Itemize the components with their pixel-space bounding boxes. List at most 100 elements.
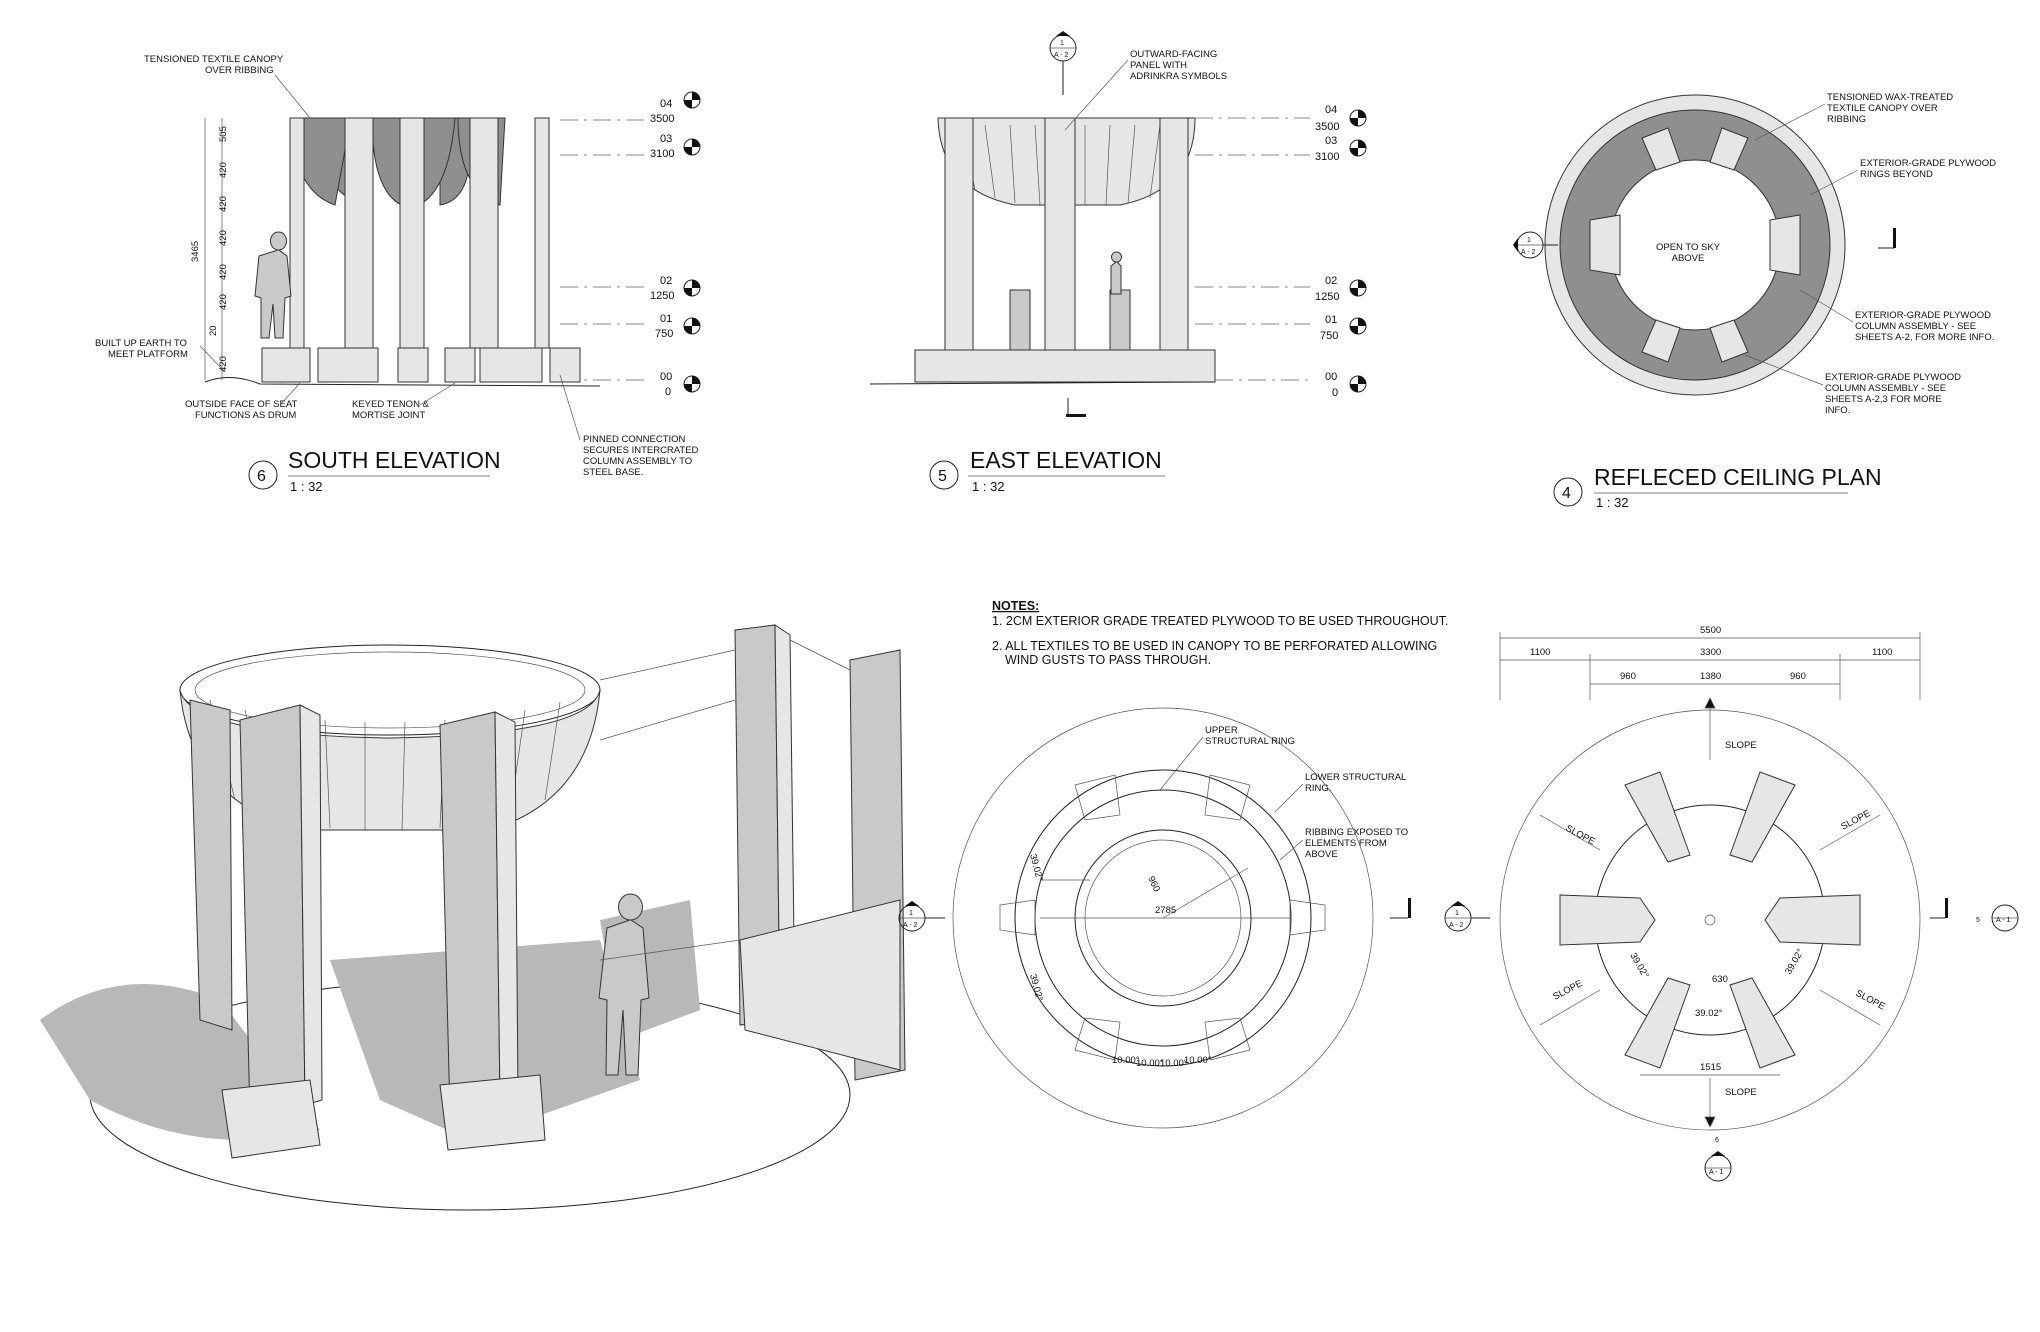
axo-column-right bbox=[439, 711, 501, 1113]
svg-text:4: 4 bbox=[1562, 485, 1571, 502]
svg-text:420: 420 bbox=[218, 230, 229, 246]
svg-text:1515: 1515 bbox=[1700, 1062, 1721, 1073]
ceiling-annotations: TENSIONED WAX-TREATED TEXTILE CANOPY OVE… bbox=[1744, 92, 1996, 416]
svg-text:1: 1 bbox=[909, 910, 913, 917]
svg-text:EXTERIOR-GRADE PLYWOOD: EXTERIOR-GRADE PLYWOOD bbox=[1855, 310, 1991, 321]
east-elevation: 1 A - 2 bbox=[869, 31, 1367, 494]
svg-text:39.02°: 39.02° bbox=[1783, 947, 1806, 977]
svg-text:0: 0 bbox=[1332, 387, 1338, 399]
svg-text:EXTERIOR-GRADE PLYWOOD: EXTERIOR-GRADE PLYWOOD bbox=[1860, 158, 1996, 169]
svg-text:3500: 3500 bbox=[1315, 121, 1339, 133]
south-elevation: 505 420 420 420 420 420 20 420 3465 TENS… bbox=[95, 54, 701, 494]
svg-text:A - 2: A - 2 bbox=[1521, 249, 1536, 256]
svg-text:04: 04 bbox=[1325, 104, 1337, 116]
svg-text:OUTSIDE FACE OF SEAT: OUTSIDE FACE OF SEAT bbox=[185, 399, 297, 410]
column-left bbox=[944, 117, 974, 351]
svg-text:630: 630 bbox=[1712, 974, 1728, 985]
svg-text:STRUCTURAL RING: STRUCTURAL RING bbox=[1205, 736, 1295, 747]
section-tag-ceiling: 1 A - 2 bbox=[1513, 231, 1558, 259]
svg-text:5: 5 bbox=[1976, 917, 1980, 924]
svg-text:04: 04 bbox=[660, 98, 672, 110]
svg-text:505: 505 bbox=[218, 126, 229, 142]
svg-text:OUTWARD-FACING: OUTWARD-FACING bbox=[1130, 49, 1217, 60]
svg-text:1: 1 bbox=[1527, 237, 1531, 244]
south-level-markers: 04 3500 03 3100 02 1250 01 750 00 0 bbox=[650, 91, 701, 398]
svg-text:3100: 3100 bbox=[650, 148, 674, 160]
svg-text:10.00°: 10.00° bbox=[1112, 1055, 1140, 1066]
east-elevation-title: 5 EAST ELEVATION 1 : 32 bbox=[929, 447, 1165, 494]
section-tag-floor-right: 5 A - 1 bbox=[1930, 898, 2019, 932]
svg-text:1: 1 bbox=[1060, 40, 1064, 47]
svg-text:SLOPE: SLOPE bbox=[1725, 1087, 1757, 1098]
axonometric-view bbox=[40, 624, 906, 1211]
svg-text:1 : 32: 1 : 32 bbox=[972, 479, 1005, 494]
svg-text:FUNCTIONS AS DRUM: FUNCTIONS AS DRUM bbox=[195, 410, 296, 421]
svg-text:ABOVE: ABOVE bbox=[1305, 849, 1338, 860]
svg-text:3300: 3300 bbox=[1700, 647, 1721, 658]
svg-text:MEET PLATFORM: MEET PLATFORM bbox=[108, 349, 188, 360]
svg-text:BUILT UP EARTH TO: BUILT UP EARTH TO bbox=[95, 338, 187, 349]
svg-text:A - 1: A - 1 bbox=[1996, 917, 2011, 924]
svg-text:960: 960 bbox=[1145, 875, 1162, 894]
svg-text:10.00°: 10.00° bbox=[1160, 1058, 1188, 1069]
small-human-figure bbox=[1110, 251, 1122, 295]
east-annotations: OUTWARD-FACING PANEL WITH ADRINKRA SYMBO… bbox=[1064, 49, 1227, 131]
svg-text:1 : 32: 1 : 32 bbox=[290, 479, 323, 494]
svg-text:A - 1: A - 1 bbox=[1709, 1169, 1724, 1176]
svg-text:SOUTH ELEVATION: SOUTH ELEVATION bbox=[288, 447, 501, 473]
svg-text:LOWER STRUCTURAL: LOWER STRUCTURAL bbox=[1305, 772, 1406, 783]
floor-plan: SLOPE SLOPE SLOPE SLOPE SLOPE SLOPE 5500… bbox=[1444, 625, 2019, 1182]
svg-text:SHEETS A-2, FOR MORE INFO.: SHEETS A-2, FOR MORE INFO. bbox=[1855, 332, 1994, 343]
svg-text:A - 2: A - 2 bbox=[1054, 52, 1069, 59]
axo-human-figure bbox=[598, 893, 650, 1076]
notes-block: NOTES: 1. 2CM EXTERIOR GRADE TREATED PLY… bbox=[992, 599, 1448, 667]
svg-text:10.00°: 10.00° bbox=[1184, 1055, 1212, 1066]
svg-text:RIBBING EXPOSED TO: RIBBING EXPOSED TO bbox=[1305, 827, 1408, 838]
south-elevation-title: 6 SOUTH ELEVATION 1 : 32 bbox=[248, 447, 501, 494]
svg-text:0: 0 bbox=[665, 386, 671, 398]
svg-text:EAST ELEVATION: EAST ELEVATION bbox=[970, 447, 1162, 473]
svg-text:5500: 5500 bbox=[1700, 625, 1721, 636]
svg-text:5: 5 bbox=[938, 468, 947, 485]
svg-text:3465: 3465 bbox=[190, 241, 201, 262]
svg-text:INFO.: INFO. bbox=[1825, 405, 1850, 416]
svg-text:RINGS BEYOND: RINGS BEYOND bbox=[1860, 169, 1933, 180]
svg-text:KEYED TENON &: KEYED TENON & bbox=[352, 399, 430, 410]
svg-text:02: 02 bbox=[660, 275, 672, 287]
ring-plan: UPPER STRUCTURAL RING LOWER STRUCTURAL R… bbox=[898, 707, 1411, 1129]
svg-text:MORTISE JOINT: MORTISE JOINT bbox=[352, 410, 425, 421]
svg-text:SLOPE: SLOPE bbox=[1551, 978, 1584, 1003]
svg-text:1380: 1380 bbox=[1700, 671, 1721, 682]
svg-text:RING.: RING. bbox=[1305, 783, 1331, 794]
slope-arrows bbox=[1539, 697, 1881, 1128]
svg-text:00: 00 bbox=[1325, 371, 1337, 383]
svg-text:39.02°: 39.02° bbox=[1695, 1008, 1723, 1019]
svg-text:1250: 1250 bbox=[1315, 291, 1339, 303]
svg-text:COLUMN ASSEMBLY - SEE: COLUMN ASSEMBLY - SEE bbox=[1825, 383, 1946, 394]
svg-text:SLOPE: SLOPE bbox=[1725, 740, 1757, 751]
svg-text:39.02°: 39.02° bbox=[1627, 951, 1650, 981]
svg-text:39.02°: 39.02° bbox=[1027, 973, 1045, 1003]
ring-plan-dims: 39.02° 960 2785 39.02° 10.00° 10.00° 10.… bbox=[1027, 853, 1212, 1069]
ring-plan-annotations: UPPER STRUCTURAL RING LOWER STRUCTURAL R… bbox=[1159, 725, 1408, 861]
svg-text:EXTERIOR-GRADE PLYWOOD: EXTERIOR-GRADE PLYWOOD bbox=[1825, 372, 1961, 383]
svg-text:960: 960 bbox=[1620, 671, 1636, 682]
svg-text:420: 420 bbox=[218, 264, 229, 280]
section-tag-floor-bottom: 6 A - 1 bbox=[1704, 1137, 1732, 1182]
svg-text:A - 2: A - 2 bbox=[1449, 922, 1464, 929]
svg-text:SLOPE: SLOPE bbox=[1854, 988, 1887, 1013]
svg-text:NOTES:: NOTES: bbox=[992, 599, 1039, 613]
svg-text:420: 420 bbox=[218, 162, 229, 178]
ceiling-plan: OPEN TO SKY ABOVE TENSIONED WAX-TREATED … bbox=[1513, 92, 1996, 510]
svg-text:1100: 1100 bbox=[1872, 647, 1892, 658]
svg-text:3100: 3100 bbox=[1315, 151, 1339, 163]
svg-text:TENSIONED TEXTILE CANOPY: TENSIONED TEXTILE CANOPY bbox=[144, 54, 284, 65]
svg-text:750: 750 bbox=[655, 328, 673, 340]
svg-text:39.02°: 39.02° bbox=[1027, 853, 1045, 883]
seat-block bbox=[914, 349, 1216, 383]
svg-text:SLOPE: SLOPE bbox=[1564, 823, 1597, 848]
svg-text:OVER RIBBING: OVER RIBBING bbox=[205, 65, 274, 76]
svg-text:WIND GUSTS TO PASS THROUGH.: WIND GUSTS TO PASS THROUGH. bbox=[1005, 653, 1211, 667]
east-level-markers: 04 3500 03 3100 02 1250 01 750 00 0 bbox=[1315, 104, 1367, 399]
seat-block bbox=[261, 347, 311, 383]
